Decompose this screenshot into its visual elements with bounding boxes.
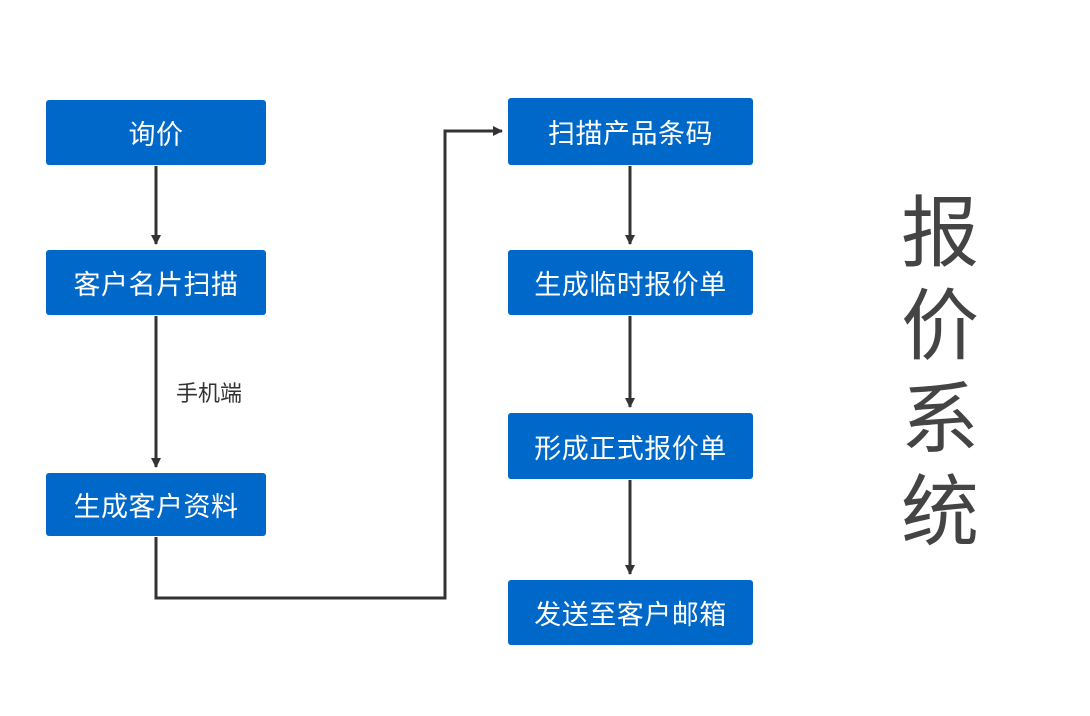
node-card-scan: 客户名片扫描: [46, 250, 266, 315]
node-formal-quote: 形成正式报价单: [508, 413, 753, 479]
side-title: 报 价 系 统: [900, 188, 980, 560]
edge-gen-customer-to-scan-barcode: [154, 126, 503, 600]
node-gen-customer: 生成客户资料: [46, 473, 266, 536]
node-send-email: 发送至客户邮箱: [508, 580, 753, 645]
node-temp-quote: 生成临时报价单: [508, 250, 753, 315]
side-title-char-3: 系: [900, 375, 979, 465]
node-inquiry: 询价: [46, 100, 266, 165]
side-title-char-2: 价: [900, 282, 979, 372]
node-scan-barcode: 扫描产品条码: [508, 98, 753, 165]
side-title-char-1: 报: [900, 189, 979, 279]
edge-label-mobile: 手机端: [176, 382, 243, 407]
side-title-char-4: 统: [900, 468, 979, 558]
